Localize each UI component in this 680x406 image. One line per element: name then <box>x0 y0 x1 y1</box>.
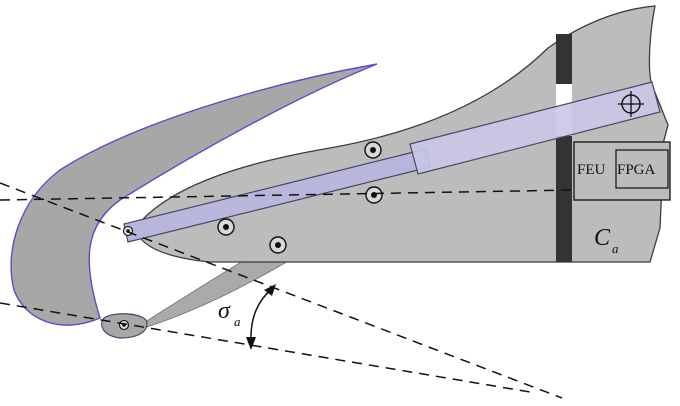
pivot-marker-left <box>217 218 235 236</box>
body-subscript: a <box>612 241 619 256</box>
pivot-marker-middle <box>365 186 383 204</box>
stripe-dark-lower <box>556 136 572 262</box>
lower-joint-pin <box>118 319 130 331</box>
linkage-sleeve <box>409 81 661 175</box>
fpga-label: FPGA <box>617 162 656 178</box>
crosshair-target <box>618 91 644 117</box>
reference-line-steep <box>0 182 563 399</box>
fpga-module-box <box>615 149 669 189</box>
feu-label: FEU <box>577 162 606 178</box>
wing-blade <box>10 63 378 326</box>
stripe-dark-upper <box>556 34 572 84</box>
reference-line-shallow <box>0 302 531 393</box>
angle-arrowhead-top <box>264 284 276 296</box>
pivot-marker-lower <box>269 236 287 254</box>
upper-joint-pin <box>122 225 134 237</box>
pivot-marker-upper <box>364 141 382 159</box>
reference-line-horizontal <box>0 189 575 201</box>
angle-subscript: a <box>234 314 241 329</box>
angle-arrowhead-bottom <box>246 337 256 350</box>
reference-lines <box>0 182 575 399</box>
angle-symbol: σ <box>218 298 231 324</box>
angle-arc <box>250 288 273 343</box>
body-symbol: C <box>594 225 611 251</box>
